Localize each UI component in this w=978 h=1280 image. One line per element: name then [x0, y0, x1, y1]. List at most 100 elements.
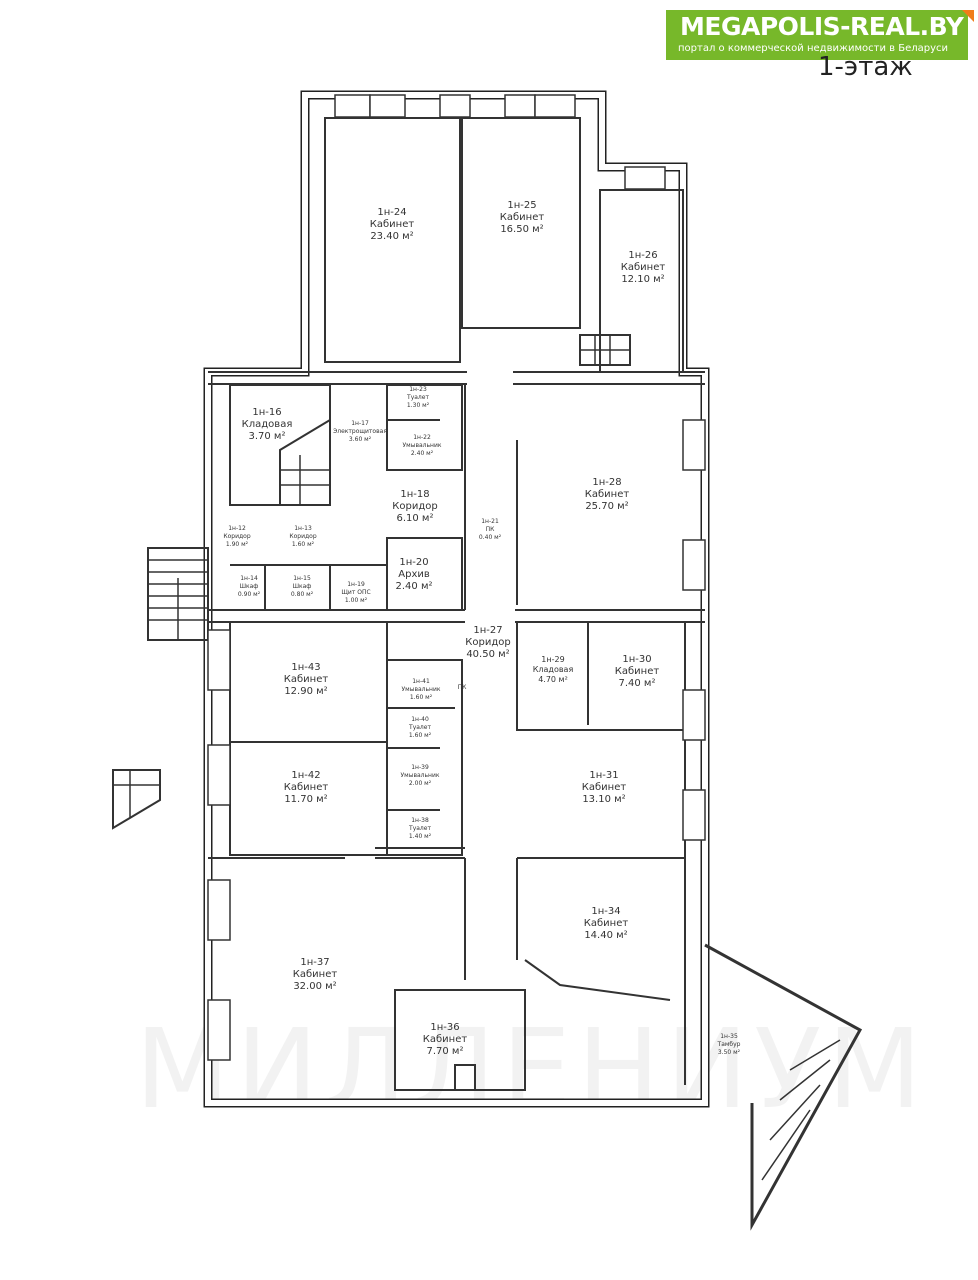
room-id: 1н-17 — [351, 420, 369, 427]
room-name: Туалет — [409, 724, 431, 731]
floor-label: 1-этаж — [818, 52, 913, 82]
room-name: Туалет — [409, 825, 431, 832]
walls-outer — [203, 90, 710, 1108]
room-id: 1н-19 — [347, 581, 365, 588]
room-name: ПК — [485, 526, 495, 533]
room-area: 3.60 м² — [348, 436, 372, 443]
room-area: 2.40 м² — [395, 581, 433, 592]
room-id: 1н-21 — [481, 518, 499, 525]
room-area: 1.60 м² — [409, 694, 433, 701]
room-name: Кладовая — [241, 419, 293, 430]
room-name: Тамбур — [717, 1041, 741, 1048]
room-id: 1н-42 — [291, 770, 321, 781]
room-area: 12.90 м² — [284, 686, 328, 697]
room-id: 1н-12 — [228, 525, 246, 532]
room-id: 1н-34 — [591, 906, 621, 917]
room-area: 13.10 м² — [582, 794, 626, 805]
room-id: 1н-20 — [399, 557, 429, 568]
room-area: 2.40 м² — [410, 450, 434, 457]
room-area: 1.90 м² — [225, 541, 249, 548]
room-area: 1.30 м² — [406, 402, 430, 409]
walls-inner — [112, 117, 863, 1231]
room-area: 25.70 м² — [585, 501, 629, 512]
room-name: Коридор — [465, 637, 511, 648]
walls-outer-inner — [205, 92, 708, 1106]
room-area: 7.70 м² — [426, 1046, 464, 1057]
logo-title: MEGAPOLIS-REAL.BY — [680, 12, 964, 41]
room-name: Умывальник — [402, 442, 442, 449]
room-name: Электрощитовая — [333, 428, 387, 435]
room-name: Умывальник — [400, 772, 440, 779]
room-area: 6.10 м² — [396, 513, 434, 524]
room-id: 1н-39 — [411, 764, 429, 771]
pk-label: ПК — [457, 684, 467, 691]
room-name: Кабинет — [283, 674, 329, 685]
room-name: Кабинет — [369, 219, 415, 230]
room-area: 3.50 м² — [717, 1049, 741, 1056]
room-id: 1н-13 — [294, 525, 312, 532]
room-id: 1н-41 — [412, 678, 430, 685]
room-area: 1.40 м² — [408, 833, 432, 840]
logo-corner — [962, 10, 974, 22]
room-id: 1н-37 — [300, 957, 330, 968]
room-area: 1.60 м² — [291, 541, 315, 548]
room-area: 12.10 м² — [621, 274, 665, 285]
room-name: Умывальник — [401, 686, 441, 693]
room-id: 1н-43 — [291, 662, 321, 673]
room-id: 1н-24 — [377, 207, 407, 218]
room-area: 40.50 м² — [466, 649, 510, 660]
room-id: 1н-29 — [541, 655, 565, 664]
logo-subtitle: портал о коммерческой недвижимости в Бел… — [678, 43, 948, 54]
room-area: 2.00 м² — [408, 780, 432, 787]
room-name: Шкаф — [292, 583, 312, 590]
room-area: 11.70 м² — [284, 794, 328, 805]
room-id: 1н-26 — [628, 250, 658, 261]
room-name: Кабинет — [422, 1034, 468, 1045]
room-area: 16.50 м² — [500, 224, 544, 235]
room-id: 1н-14 — [240, 575, 258, 582]
room-name: Коридор — [223, 533, 251, 540]
room-id: 1н-25 — [507, 200, 537, 211]
room-id: 1н-30 — [622, 654, 652, 665]
room-area: 0.90 м² — [237, 591, 261, 598]
room-area: 0.40 м² — [478, 534, 502, 541]
room-id: 1н-16 — [252, 407, 282, 418]
room-area: 7.40 м² — [618, 678, 656, 689]
room-name: Кабинет — [583, 918, 629, 929]
room-name: Кабинет — [584, 489, 630, 500]
room-id: 1н-23 — [409, 386, 427, 393]
megapolis-logo[interactable]: MEGAPOLIS-REAL.BY портал о коммерческой … — [666, 10, 974, 60]
room-id: 1н-28 — [592, 477, 622, 488]
room-name: Коридор — [392, 501, 438, 512]
room-area: 4.70 м² — [538, 675, 568, 684]
room-name: Кладовая — [532, 665, 574, 674]
room-id: 1н-18 — [400, 489, 430, 500]
room-area: 0.80 м² — [290, 591, 314, 598]
room-area: 14.40 м² — [584, 930, 628, 941]
room-id: 1н-36 — [430, 1022, 460, 1033]
room-name: Кабинет — [292, 969, 338, 980]
room-name: Туалет — [407, 394, 429, 401]
room-id: 1н-15 — [293, 575, 311, 582]
